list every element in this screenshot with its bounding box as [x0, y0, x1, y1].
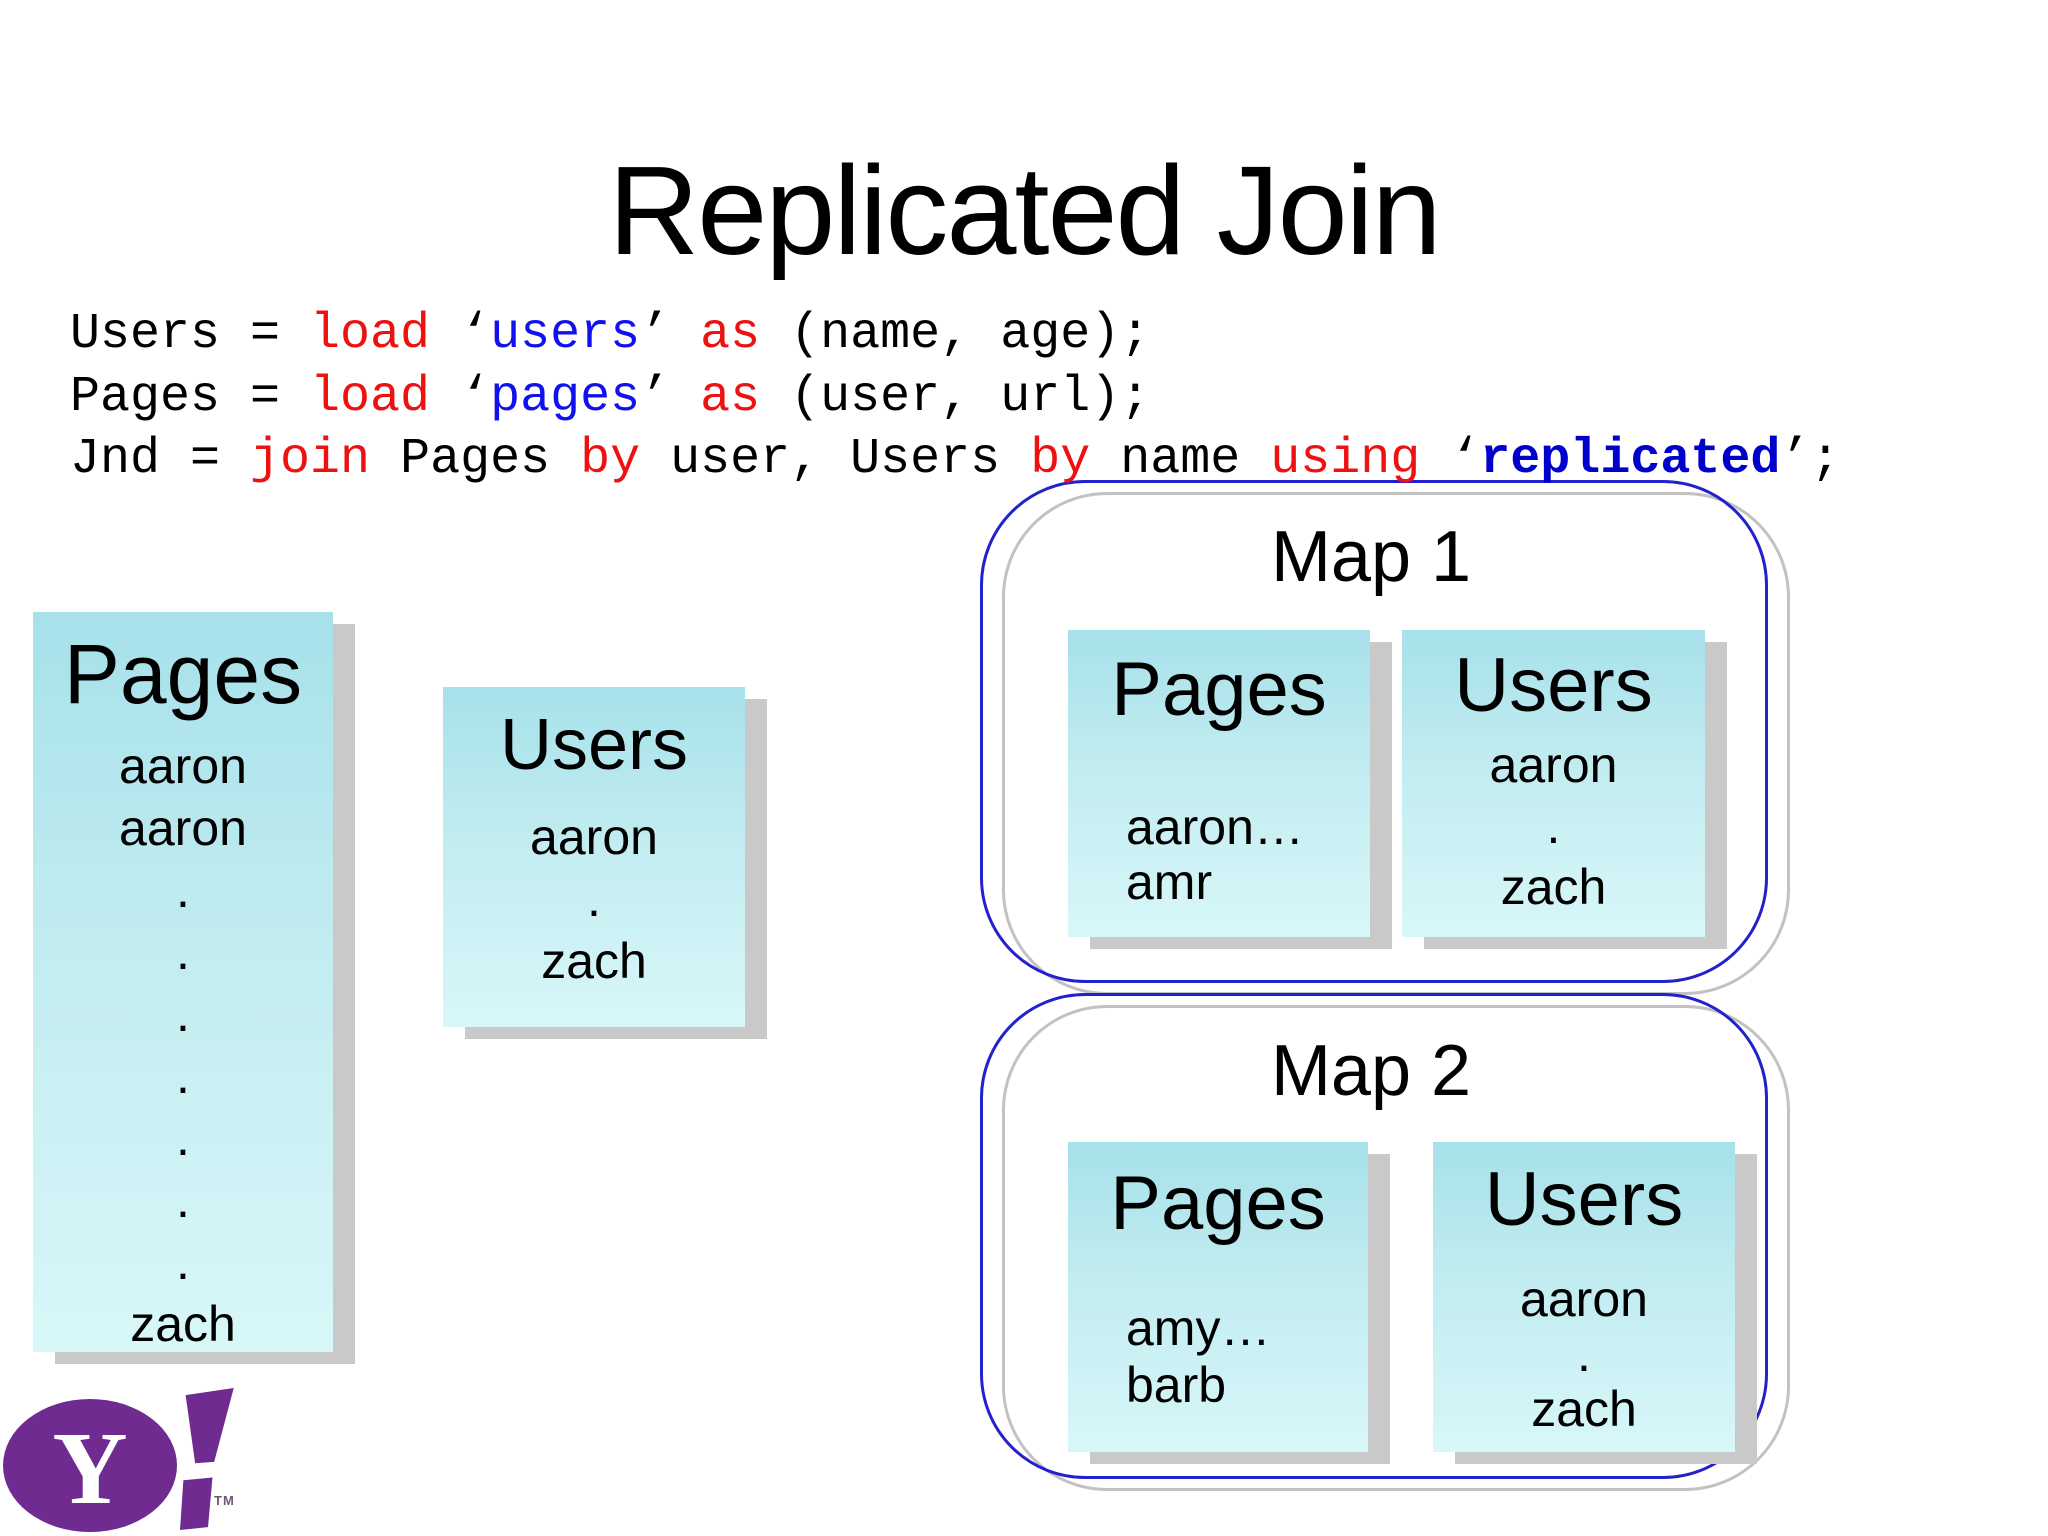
list-item: . [176, 924, 190, 980]
map2-pages-title: Pages [1110, 1161, 1326, 1246]
pages-box-rows: aaron aaron . . . . . . . zach [33, 735, 333, 1355]
map2-shadow-outline [1002, 1005, 1790, 1491]
code-keyword-join: join [250, 431, 371, 488]
list-item: . [176, 1048, 190, 1104]
yahoo-logo-icon: Y [3, 1399, 177, 1532]
code-keyword-by: by [580, 431, 641, 488]
code-token: ‘ [430, 369, 491, 426]
list-item: aaron [530, 809, 658, 865]
list-item: aaron [119, 738, 247, 794]
code-token: ’ [640, 369, 701, 426]
users-box-title: Users [499, 705, 688, 785]
code-keyword-as: as [700, 369, 761, 426]
map2-pages-rows: amy… barb [1068, 1300, 1368, 1414]
map1-frame [980, 480, 1768, 983]
list-item: zach [130, 1296, 236, 1352]
list-item: . [176, 1110, 190, 1166]
code-line-1: Users = load ‘users’ as (name, age); [70, 306, 1150, 363]
map2-label: Map 2 [1270, 1031, 1472, 1111]
code-string-users: users [490, 306, 641, 363]
list-item: . [176, 1234, 190, 1290]
code-token: name [1090, 431, 1271, 488]
pages-relation-box: Pages aaron aaron . . . . . . . zach [33, 612, 333, 1352]
code-token: (name, age); [760, 306, 1151, 363]
map1-users-box: Users aaron . zach [1402, 630, 1705, 937]
yahoo-exclamation-icon [180, 1388, 236, 1530]
code-token: Pages [370, 431, 581, 488]
map1-users-title: Users [1454, 643, 1653, 728]
code-token: Users = [70, 306, 311, 363]
map1-pages-rows: aaron… amr [1068, 800, 1370, 910]
list-item: zach [1500, 859, 1607, 915]
trademark-label: TM [214, 1493, 235, 1508]
list-item: aaron [119, 800, 247, 856]
map1-label: Map 1 [1270, 517, 1472, 597]
code-token: Pages = [70, 369, 311, 426]
list-item: . [1577, 1326, 1591, 1382]
list-item: zach [1531, 1381, 1637, 1437]
code-token: ’ [640, 306, 701, 363]
map1-pages-title: Pages [1111, 647, 1327, 732]
code-keyword-by: by [1030, 431, 1091, 488]
page-title: Replicated Join [608, 140, 1442, 281]
list-item: aaron… [1126, 799, 1304, 855]
code-keyword-load: load [310, 369, 431, 426]
code-token: ’; [1780, 431, 1841, 488]
code-line-2: Pages = load ‘pages’ as (user, url); [70, 369, 1150, 426]
map2-users-box: Users aaron . zach [1433, 1142, 1735, 1452]
list-item: aaron [1489, 737, 1618, 793]
list-item: . [176, 862, 190, 918]
list-item: . [587, 871, 601, 927]
map1-pages-box: Pages aaron… amr [1068, 630, 1370, 937]
code-token: user, Users [640, 431, 1031, 488]
code-token: Jnd = [70, 431, 251, 488]
list-item: . [176, 986, 190, 1042]
code-keyword-as: as [700, 306, 761, 363]
list-item: aaron [1520, 1271, 1648, 1327]
code-line-3: Jnd = join Pages by user, Users by name … [70, 431, 1840, 488]
map2-pages-box: Pages amy… barb [1068, 1142, 1368, 1452]
yahoo-exclamation-dot [180, 1477, 213, 1530]
code-token: (user, url); [760, 369, 1151, 426]
pages-box-title: Pages [63, 627, 303, 721]
yahoo-y-letter: Y [52, 1410, 128, 1526]
users-relation-box: Users aaron . zach [443, 687, 745, 1027]
list-item: barb [1126, 1357, 1227, 1413]
list-item: zach [541, 933, 647, 989]
map2-users-title: Users [1484, 1157, 1684, 1242]
code-token: ‘ [1420, 431, 1481, 488]
map2-users-rows: aaron . zach [1433, 1272, 1735, 1437]
list-item: amy… [1126, 1300, 1271, 1356]
code-token: ‘ [430, 306, 491, 363]
list-item: . [176, 1172, 190, 1228]
code-string-replicated: replicated [1480, 431, 1781, 488]
code-keyword-load: load [310, 306, 431, 363]
map1-users-rows: aaron . zach [1402, 735, 1705, 918]
list-item: . [1546, 798, 1561, 854]
users-box-rows: aaron . zach [443, 806, 745, 992]
code-keyword-using: using [1270, 431, 1421, 488]
map2-frame [980, 993, 1768, 1479]
list-item: amr [1126, 854, 1213, 910]
code-string-pages: pages [490, 369, 641, 426]
